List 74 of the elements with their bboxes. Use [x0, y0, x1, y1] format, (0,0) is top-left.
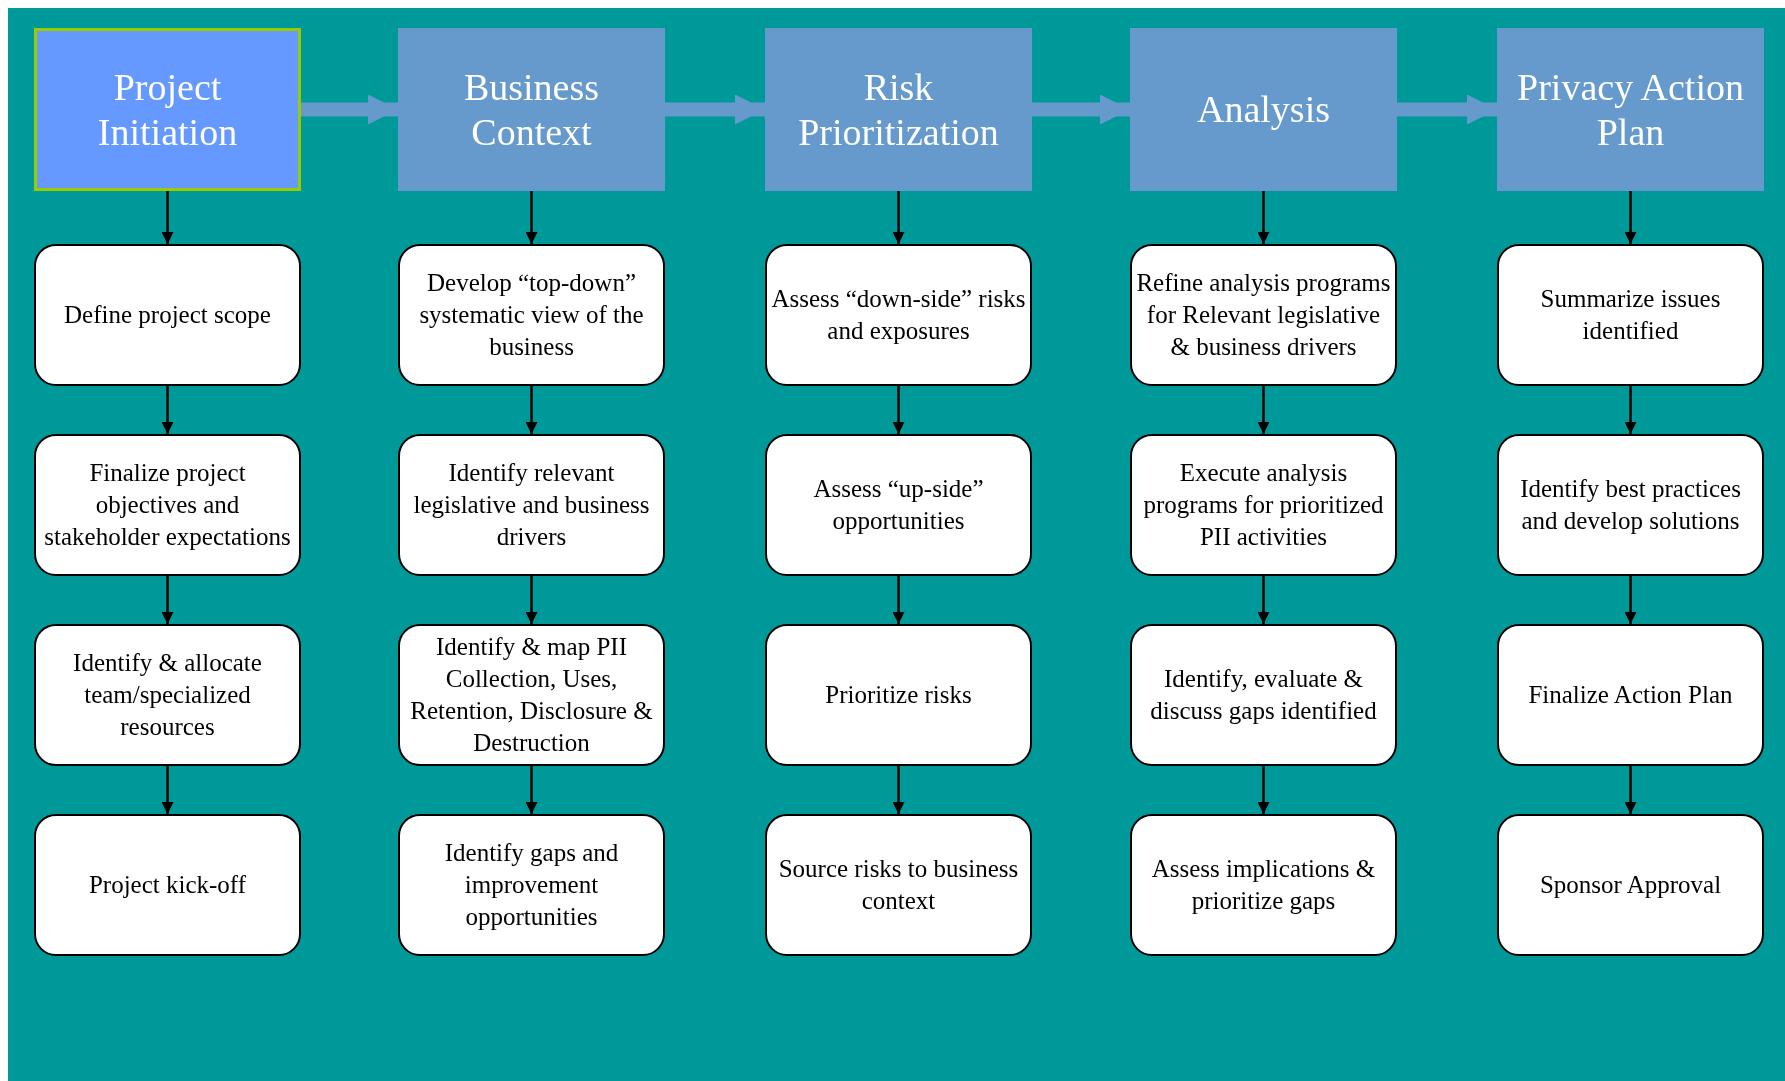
- process-box: [34, 624, 301, 766]
- arrow: [1032, 94, 1130, 125]
- arrow: [665, 94, 765, 125]
- step-text: Assess “up-side” opportunities: [812, 474, 985, 536]
- stage-title: Privacy Action Plan: [1516, 64, 1745, 155]
- arrow: [525, 191, 538, 244]
- step-text: Identify & allocate team/specialized resources: [72, 648, 263, 742]
- stage-header: [34, 28, 301, 191]
- process-box: [34, 244, 301, 386]
- arrow: [892, 386, 905, 434]
- arrow: [161, 576, 174, 624]
- arrow: [525, 386, 538, 434]
- arrow: [892, 766, 905, 814]
- step-text: Finalize Action Plan: [1528, 680, 1733, 710]
- arrow: [1257, 191, 1270, 244]
- step-text: Prioritize risks: [825, 680, 972, 710]
- arrow: [161, 386, 174, 434]
- process-box: [398, 624, 665, 766]
- arrow: [525, 766, 538, 814]
- arrow: [1257, 576, 1270, 624]
- process-box: [765, 814, 1032, 956]
- step-text: Summarize issues identified: [1539, 284, 1722, 346]
- step-text: Source risks to business context: [777, 854, 1020, 916]
- step-text: Identify, evaluate & discuss gaps identified: [1149, 664, 1378, 726]
- arrow: [892, 576, 905, 624]
- process-box: [1130, 624, 1397, 766]
- stage-header: [765, 28, 1032, 191]
- process-box: [765, 244, 1032, 386]
- process-box: [765, 434, 1032, 576]
- process-box: [398, 434, 665, 576]
- process-box: [1497, 244, 1764, 386]
- step-text: Assess “down-side” risks and exposures: [770, 284, 1027, 346]
- arrow: [1257, 386, 1270, 434]
- step-text: Execute analysis programs for prioritized PII activities: [1142, 458, 1385, 552]
- step-text: Develop “top-down” systematic view of the business: [418, 268, 645, 362]
- step-text: Identify gaps and improvement opportunities: [443, 838, 620, 932]
- arrow: [1624, 576, 1637, 624]
- process-box: [1130, 434, 1397, 576]
- step-text: Assess implications & prioritize gaps: [1150, 854, 1377, 916]
- stage-title: Risk Prioritization: [797, 64, 1000, 155]
- step-text: Finalize project objectives and stakeholder expectations: [43, 458, 292, 552]
- step-text: Identify best practices and develop solutions: [1519, 474, 1742, 536]
- process-box: [1497, 434, 1764, 576]
- step-text: Define project scope: [64, 300, 271, 330]
- arrow: [1624, 386, 1637, 434]
- process-box: [398, 814, 665, 956]
- arrow: [1624, 191, 1637, 244]
- step-text: Project kick-off: [88, 870, 247, 900]
- process-box: [1497, 624, 1764, 766]
- stage-header: [398, 28, 665, 191]
- arrow: [892, 191, 905, 244]
- step-text: Sponsor Approval: [1539, 870, 1722, 900]
- step-text: Identify relevant legislative and business drivers: [412, 458, 651, 552]
- stage-title: Business Context: [462, 64, 601, 155]
- stage-title: Project Initiation: [96, 64, 239, 155]
- step-text: Refine analysis programs for Relevant legislative & business drivers: [1135, 268, 1392, 362]
- arrow: [161, 191, 174, 244]
- arrow: [161, 766, 174, 814]
- stage-title: Analysis: [1197, 87, 1330, 132]
- process-box: [765, 624, 1032, 766]
- process-box: [34, 814, 301, 956]
- stage-header: [1130, 28, 1397, 191]
- arrow: [525, 576, 538, 624]
- arrow: [1397, 94, 1497, 125]
- process-box: [398, 244, 665, 386]
- step-text: Identify & map PII Collection, Uses, Retention, Disclosure & Destruction: [409, 632, 654, 758]
- process-box: [1130, 244, 1397, 386]
- stage-header: [1497, 28, 1764, 191]
- arrow: [301, 94, 398, 125]
- process-box: [1497, 814, 1764, 956]
- arrow: [1624, 766, 1637, 814]
- process-box: [1130, 814, 1397, 956]
- process-box: [34, 434, 301, 576]
- arrow: [1257, 766, 1270, 814]
